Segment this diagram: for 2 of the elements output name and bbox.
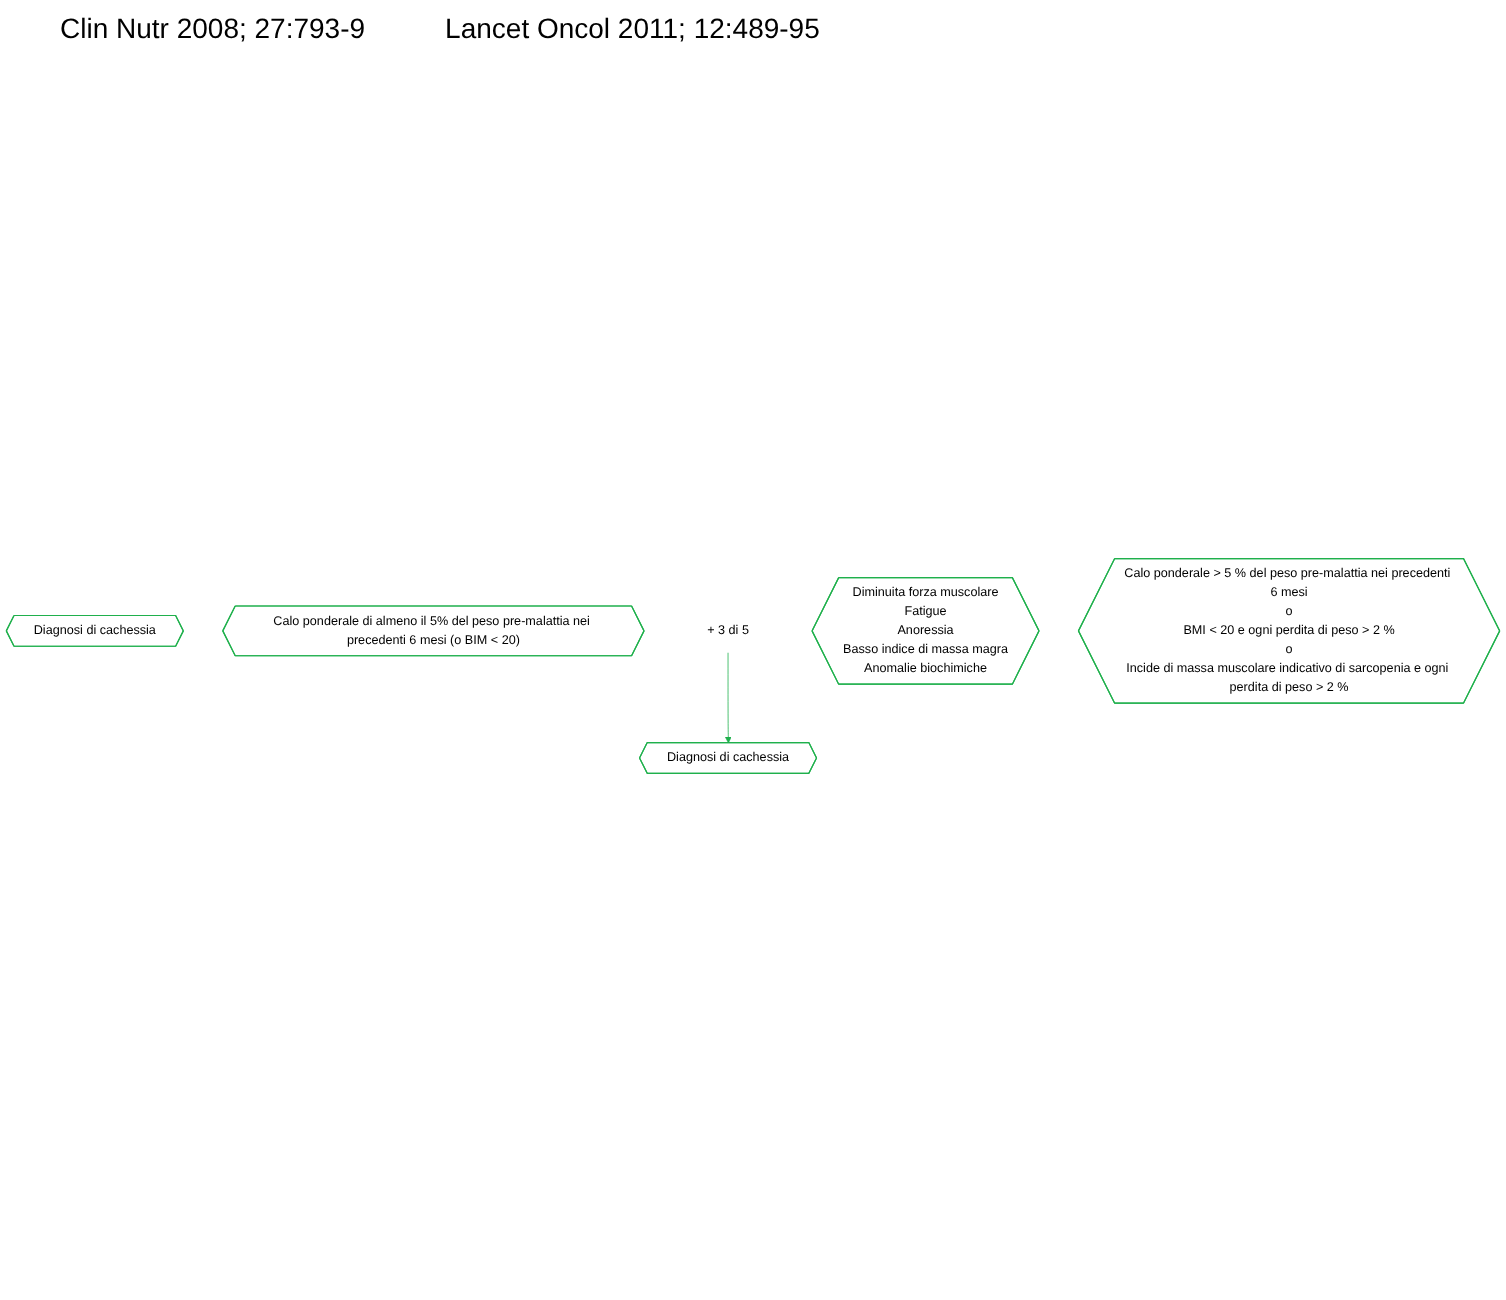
citation-text: Clin Nutr 2008; 27:793-9 <box>60 12 366 44</box>
citation-text: Lancet Oncol 2011; 12:489-95 <box>445 12 820 44</box>
